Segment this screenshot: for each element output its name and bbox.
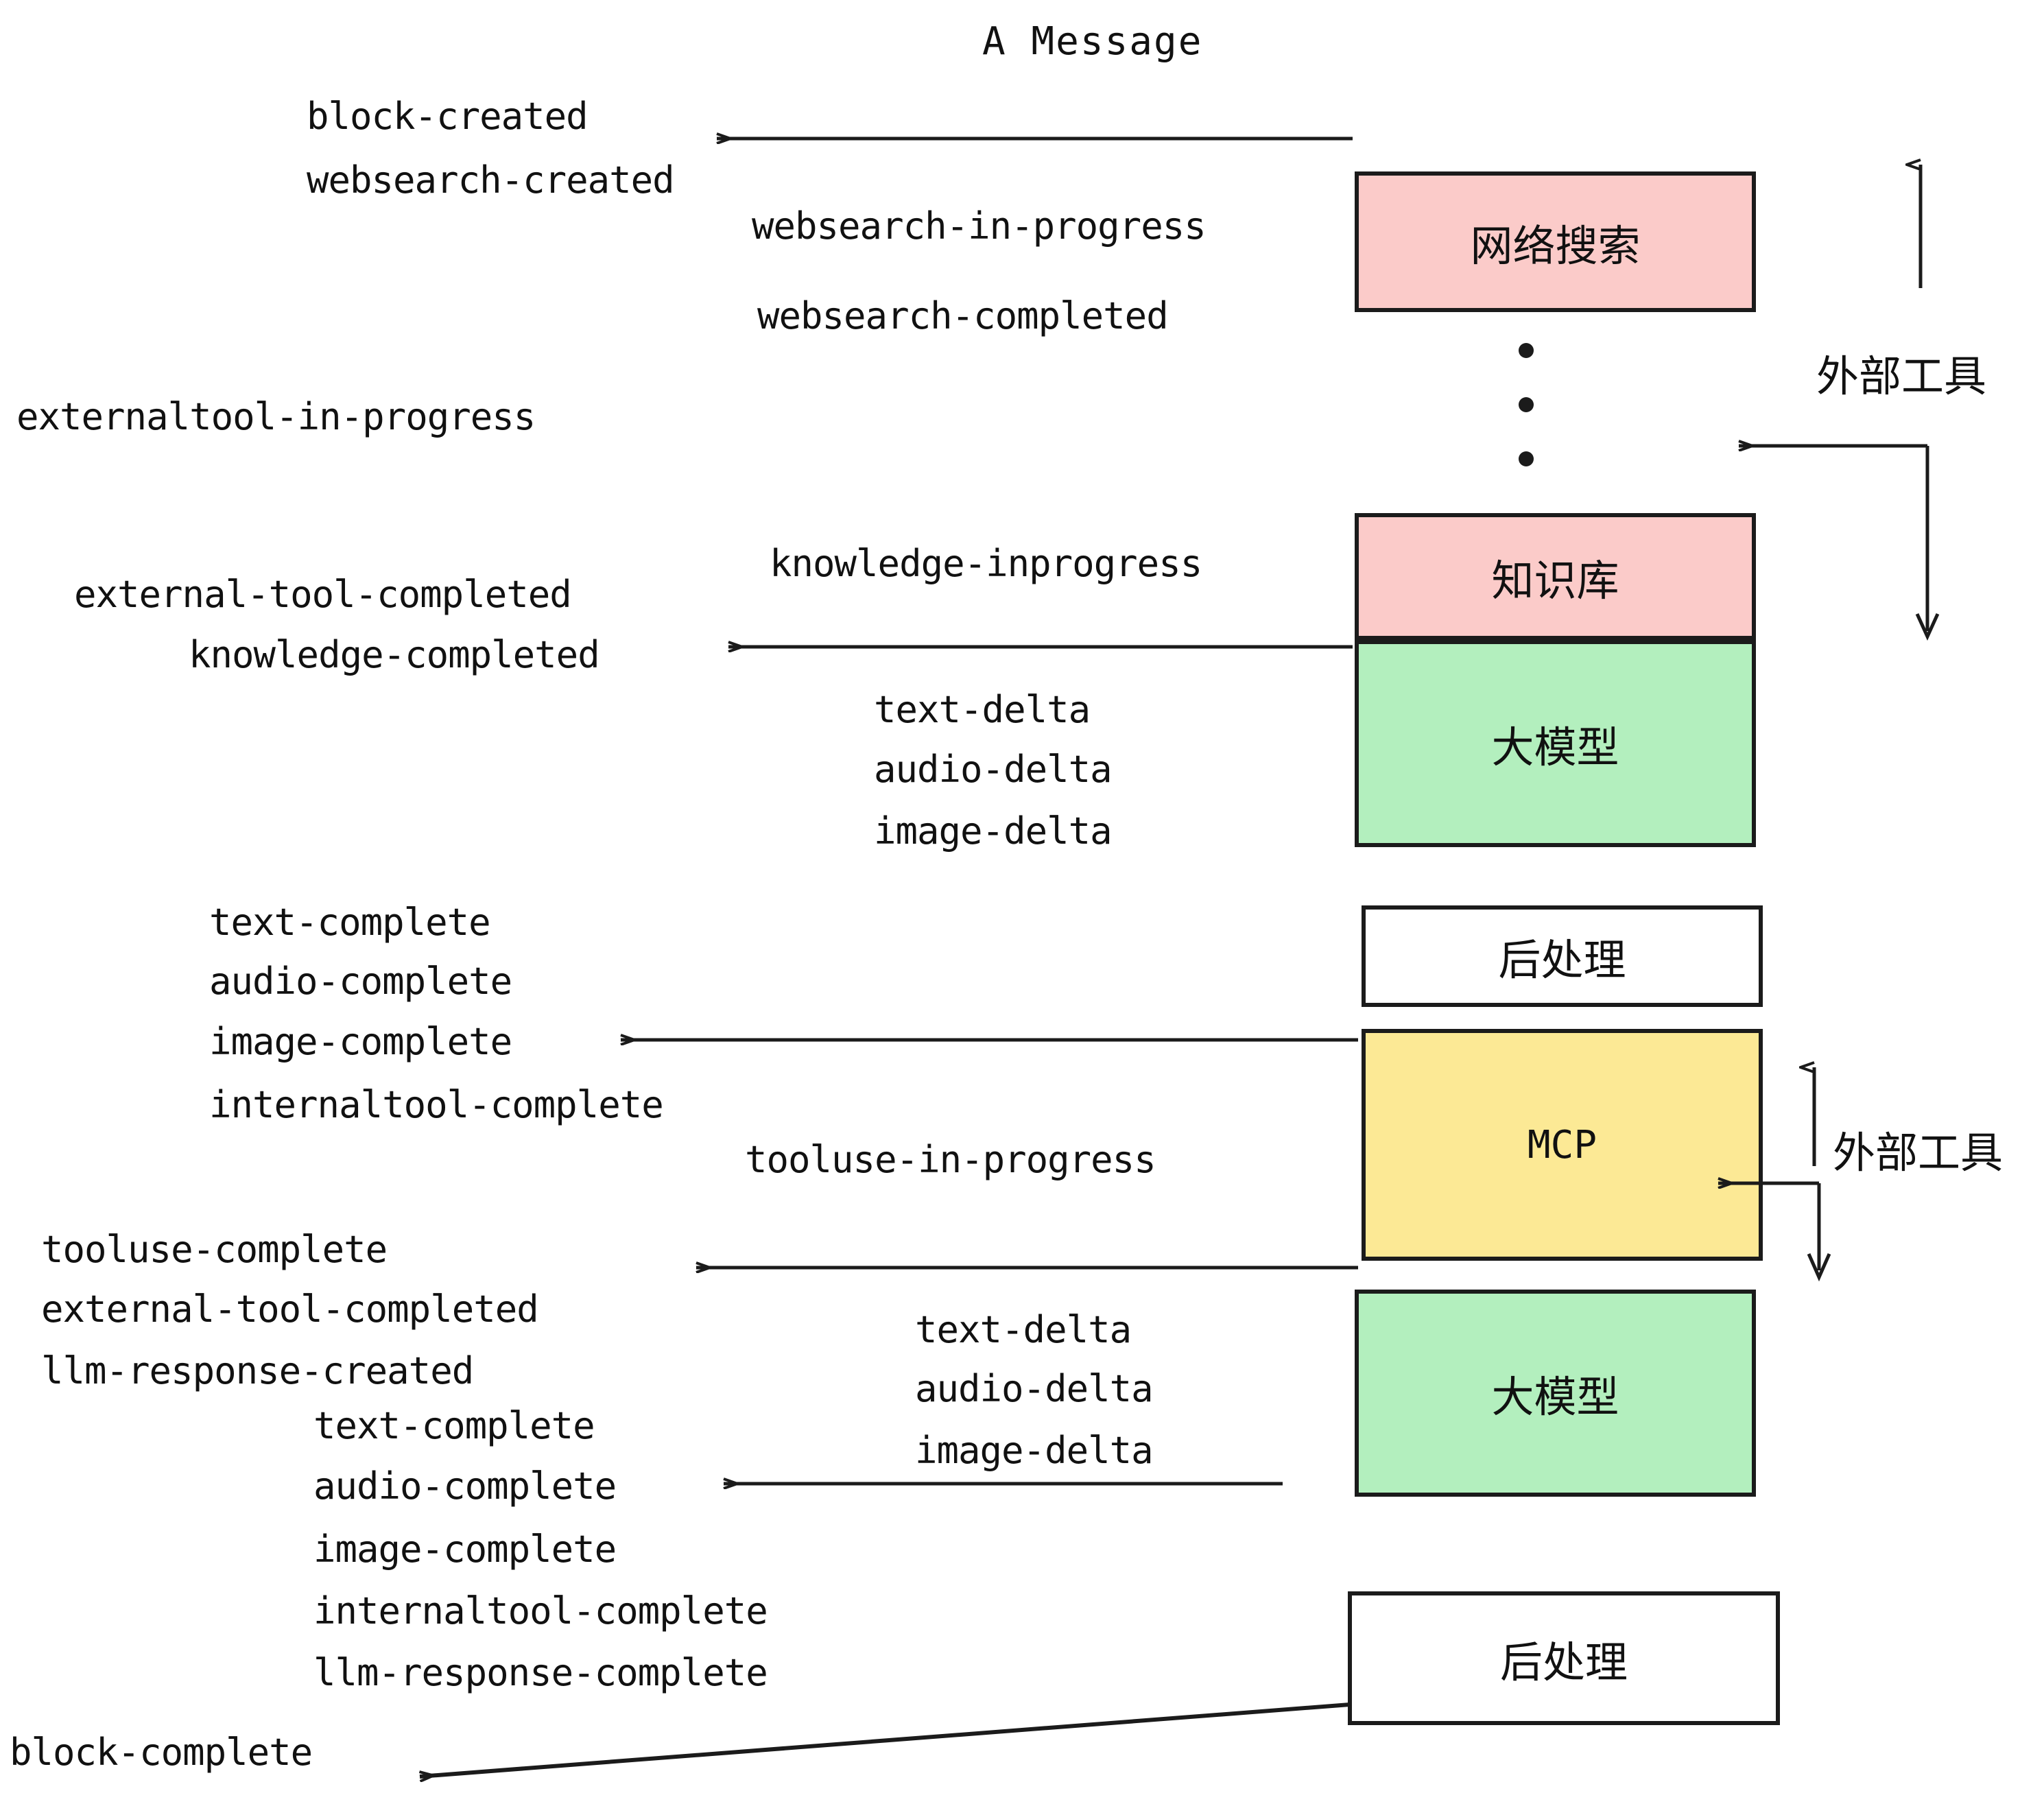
- annotation-external-tools-bottom: 外部工具: [1833, 1128, 2004, 1178]
- event-label-knowledge-completed: knowledge-completed: [189, 633, 600, 676]
- page-title: A Message: [982, 19, 1203, 64]
- event-label-internaltool-complete-1: internaltool-complete: [209, 1083, 664, 1126]
- node-postprocess-2[interactable]: 后处理: [1348, 1591, 1780, 1725]
- event-label-externaltool-in-progress: externaltool-in-progress: [16, 395, 536, 438]
- node-websearch-label: 网络搜索: [1470, 220, 1641, 271]
- event-label-image-delta-2: image-delta: [915, 1429, 1154, 1472]
- event-label-tooluse-in-progress: tooluse-in-progress: [745, 1138, 1156, 1181]
- event-label-tooluse-complete: tooluse-complete: [41, 1228, 388, 1271]
- event-label-audio-delta-2: audio-delta: [915, 1367, 1154, 1410]
- ellipsis-dots: [1518, 343, 1534, 466]
- node-knowledge-label: 知识库: [1491, 555, 1619, 606]
- event-label-image-delta-1: image-delta: [874, 809, 1113, 853]
- event-label-websearch-in-progress: websearch-in-progress: [752, 204, 1207, 248]
- event-label-websearch-completed: websearch-completed: [757, 294, 1169, 337]
- node-llm-2-label: 大模型: [1491, 1372, 1619, 1422]
- event-label-audio-delta-1: audio-delta: [874, 748, 1113, 791]
- arrow-external-tools-bottom-down-group: [1807, 1183, 1831, 1282]
- event-label-text-delta-1: text-delta: [874, 688, 1091, 731]
- event-label-internaltool-complete-2: internaltool-complete: [313, 1589, 768, 1633]
- node-mcp-label: MCP: [1527, 1122, 1597, 1167]
- node-knowledge[interactable]: 知识库: [1355, 513, 1756, 640]
- event-label-llm-response-created: llm-response-created: [41, 1349, 474, 1392]
- event-label-knowledge-inprogress: knowledge-inprogress: [770, 542, 1202, 585]
- node-llm-1-label: 大模型: [1491, 722, 1619, 772]
- annotation-external-tools-top: 外部工具: [1816, 351, 1987, 401]
- event-label-audio-complete-1: audio-complete: [209, 960, 512, 1003]
- event-label-image-complete-1: image-complete: [209, 1020, 512, 1063]
- node-llm-1[interactable]: 大模型: [1355, 640, 1756, 847]
- arrow-block-complete: [420, 1702, 1351, 1777]
- event-label-audio-complete-2: audio-complete: [313, 1464, 617, 1508]
- event-label-llm-response-complete: llm-response-complete: [313, 1651, 768, 1694]
- node-llm-2[interactable]: 大模型: [1355, 1290, 1756, 1497]
- ellipsis-dot: [1519, 451, 1534, 466]
- event-label-text-delta-2: text-delta: [915, 1308, 1132, 1351]
- node-mcp[interactable]: MCP: [1362, 1029, 1763, 1261]
- ellipsis-dot: [1519, 343, 1534, 358]
- event-label-image-complete-2: image-complete: [313, 1528, 617, 1571]
- event-label-external-tool-completed-2: external-tool-completed: [41, 1287, 539, 1331]
- node-postprocess-1[interactable]: 后处理: [1362, 905, 1763, 1007]
- event-label-websearch-created: websearch-created: [307, 158, 675, 202]
- event-label-block-created: block-created: [307, 95, 589, 138]
- arrow-external-tools-top-down-group: [1915, 446, 1940, 641]
- node-postprocess-1-label: 后处理: [1498, 935, 1626, 985]
- event-label-text-complete-2: text-complete: [313, 1404, 595, 1447]
- node-postprocess-2-label: 后处理: [1499, 1637, 1628, 1687]
- node-websearch[interactable]: 网络搜索: [1355, 171, 1756, 312]
- event-label-block-complete: block-complete: [10, 1731, 313, 1774]
- event-label-external-tool-completed-1: external-tool-completed: [74, 573, 572, 616]
- event-label-text-complete-1: text-complete: [209, 901, 491, 944]
- ellipsis-dot: [1519, 397, 1534, 412]
